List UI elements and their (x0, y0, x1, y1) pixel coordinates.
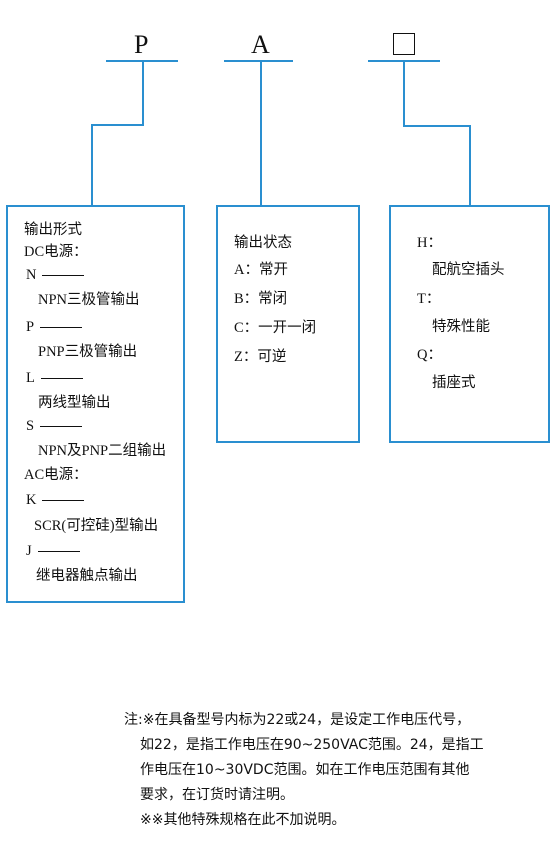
code-p: P (134, 30, 149, 59)
note-line-2: 如22，是指工作电压在90~250VAC范围。24，是指工 (140, 737, 484, 753)
state-b: B：常闭 (234, 291, 288, 307)
option-k-desc: SCR(可控硅)型输出 (34, 518, 159, 534)
note-line-4: 要求，在订货时请注明。 (140, 787, 294, 803)
code-empty-box (393, 33, 415, 55)
note-line-5: ※※其他特殊规格在此不加说明。 (140, 812, 346, 828)
option-t-desc: 特殊性能 (432, 319, 490, 335)
option-l: L (26, 370, 83, 386)
special-options-box (389, 205, 550, 443)
state-a: A：常开 (234, 262, 288, 278)
option-p-desc: PNP三极管输出 (38, 344, 138, 360)
code-a: A (251, 30, 270, 59)
option-j: J (26, 543, 80, 559)
option-n-desc: NPN三极管输出 (38, 292, 140, 308)
option-s-desc: NPN及PNP二组输出 (38, 443, 167, 459)
option-s: S (26, 418, 83, 434)
dc-power-label: DC电源： (24, 244, 88, 260)
option-h: H： (417, 235, 442, 251)
option-n: N (26, 267, 85, 283)
option-q-desc: 插座式 (432, 375, 476, 391)
output-form-title: 输出形式 (24, 222, 82, 238)
note-line-1: 注:※在具备型号内标为22或24，是设定工作电压代号， (124, 712, 471, 728)
option-q: Q： (417, 347, 442, 363)
option-t: T： (417, 291, 441, 307)
output-state-title: 输出状态 (234, 235, 292, 251)
output-state-box (216, 205, 360, 443)
output-form-box (6, 205, 185, 603)
option-l-desc: 两线型输出 (38, 395, 111, 411)
ac-power-label: AC电源： (24, 467, 88, 483)
option-p: P (26, 319, 83, 335)
note-line-3: 作电压在10~30VDC范围。如在工作电压范围有其他 (140, 762, 470, 778)
option-h-desc: 配航空插头 (432, 262, 505, 278)
state-c: C：一开一闭 (234, 320, 317, 336)
state-z: Z：可逆 (234, 349, 287, 365)
option-j-desc: 继电器触点输出 (36, 568, 138, 584)
note-block: 注:※在具备型号内标为22或24，是设定工作电压代号， 如22，是指工作电压在9… (124, 708, 544, 833)
option-k: K (26, 492, 85, 508)
